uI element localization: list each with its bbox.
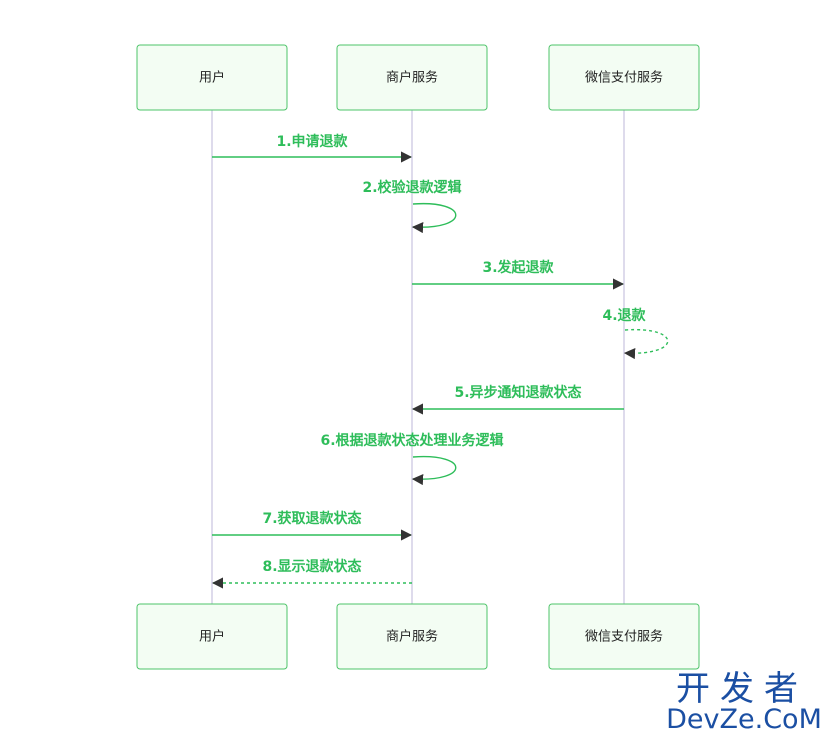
actor-label: 商户服务 xyxy=(386,629,438,645)
message-label: 7.获取退款状态 xyxy=(262,510,361,527)
actor-bottom-merchant: 商户服务 xyxy=(336,603,488,670)
actor-bottom-wechat: 微信支付服务 xyxy=(548,603,700,670)
actor-label: 微信支付服务 xyxy=(585,70,663,86)
message-arrow xyxy=(411,202,457,234)
watermark-logo: 开发者 DevZe.CoM xyxy=(666,669,822,735)
message-label: 4.退款 xyxy=(602,307,646,324)
message-arrow xyxy=(411,455,457,486)
message-label: 1.申请退款 xyxy=(276,133,348,150)
message-label: 8.显示退款状态 xyxy=(262,558,361,575)
message-label: 2.校验退款逻辑 xyxy=(362,179,461,196)
message-label: 6.根据退款状态处理业务逻辑 xyxy=(320,432,503,449)
message-label: 3.发起退款 xyxy=(482,259,554,276)
message-8: 8.显示退款状态 xyxy=(211,558,412,589)
message-3: 3.发起退款 xyxy=(412,259,625,290)
actor-label: 微信支付服务 xyxy=(585,629,663,645)
message-label: 5.异步通知退款状态 xyxy=(454,384,581,401)
watermark-chinese: 开发者 xyxy=(676,669,808,709)
message-7: 7.获取退款状态 xyxy=(212,510,413,541)
message-1: 1.申请退款 xyxy=(212,133,413,163)
message-2: 2.校验退款逻辑 xyxy=(362,179,462,234)
actor-label: 用户 xyxy=(199,629,225,645)
actor-bottom-user: 用户 xyxy=(136,603,288,670)
actor-top-merchant: 商户服务 xyxy=(336,44,488,111)
message-6: 6.根据退款状态处理业务逻辑 xyxy=(320,432,504,486)
watermark-english: DevZe.CoM xyxy=(666,704,822,735)
actor-top-wechat: 微信支付服务 xyxy=(548,44,700,111)
message-5: 5.异步通知退款状态 xyxy=(411,384,624,415)
actor-top-user: 用户 xyxy=(136,44,288,111)
message-arrow xyxy=(623,328,669,360)
actor-label: 用户 xyxy=(199,70,225,86)
actor-label: 商户服务 xyxy=(386,70,438,86)
message-4: 4.退款 xyxy=(602,307,669,360)
